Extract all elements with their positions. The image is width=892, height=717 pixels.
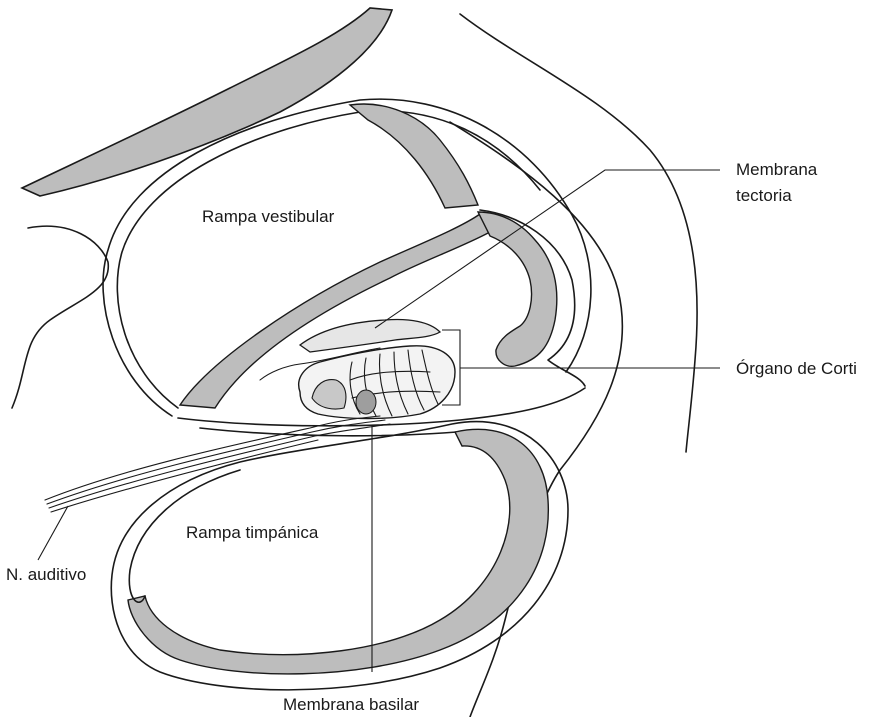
label-rampa-timpanica: Rampa timpánica (186, 523, 319, 542)
leader-n-auditivo (38, 506, 68, 560)
label-n-auditivo: N. auditivo (6, 565, 86, 584)
outer-boundary-left (12, 226, 108, 408)
auditory-nerve-fiber-3 (49, 424, 390, 508)
label-membrana-tectoria-line1: Membrana (736, 160, 818, 179)
spiral-ligament-band (350, 104, 478, 208)
outer-bone-band (22, 8, 392, 196)
stria-vascularis-band (478, 212, 557, 366)
auditory-nerve-fiber-4 (51, 440, 318, 512)
label-organo-de-corti: Órgano de Corti (736, 359, 857, 378)
organ-of-corti (299, 346, 455, 419)
label-membrana-basilar: Membrana basilar (283, 695, 419, 714)
label-rampa-vestibular: Rampa vestibular (202, 207, 335, 226)
label-membrana-tectoria-line2: tectoria (736, 186, 792, 205)
outer-cell-dark (356, 390, 376, 414)
